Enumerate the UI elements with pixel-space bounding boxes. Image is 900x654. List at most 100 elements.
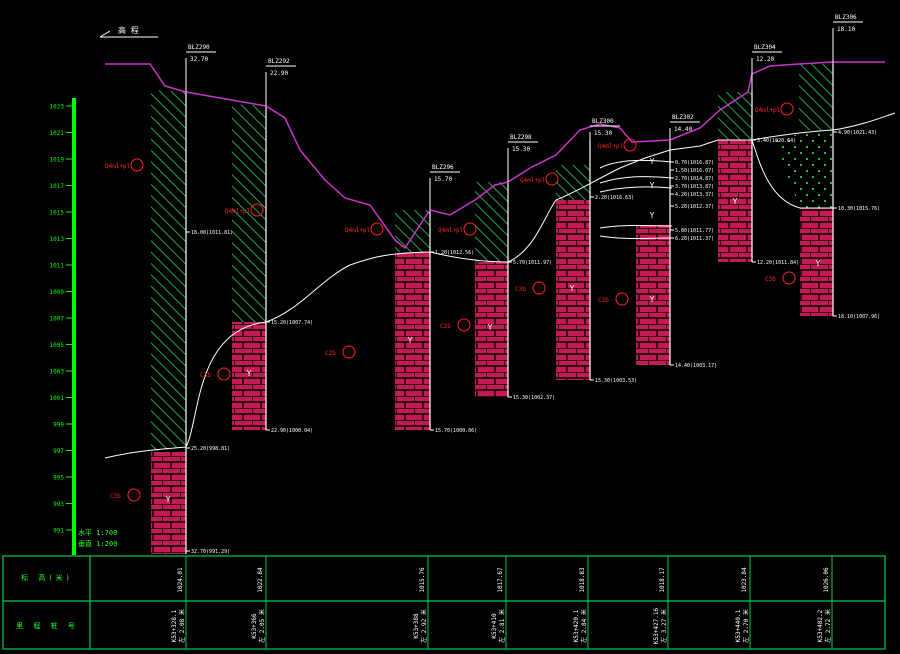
fill-stratum-label: Q4ml+pl bbox=[438, 222, 477, 236]
elevation-scale: 1023102110191017101510131011100910071005… bbox=[50, 98, 76, 555]
scale-tick-label: 993 bbox=[53, 501, 64, 508]
table-elevation: 1018.17 bbox=[659, 567, 666, 593]
table-elevation: 1015.76 bbox=[419, 567, 426, 593]
stratum-depth-label: 14.40(1003.17) bbox=[675, 363, 717, 369]
scale-tick-label: 1001 bbox=[50, 395, 65, 402]
stratum-depth-label: 2.20(1016.63) bbox=[595, 195, 634, 201]
lens-5 bbox=[599, 235, 673, 239]
svg-text:Q4ml+pl: Q4ml+pl bbox=[225, 208, 251, 215]
stratum-depth-label: 15.30(1002.37) bbox=[513, 395, 555, 401]
fill-zone-8-dotted bbox=[772, 130, 833, 208]
stratum-boundary-line bbox=[104, 112, 896, 459]
scale-tick-label: 1005 bbox=[50, 342, 65, 349]
borehole-depth: 15.70 bbox=[434, 176, 452, 183]
fill-stratum-label: Q4ml+pl bbox=[105, 158, 144, 172]
stratum-depth-label: 10.30(1015.76) bbox=[838, 206, 880, 212]
fill-zone-4 bbox=[475, 182, 508, 262]
rock-column-2 bbox=[232, 322, 266, 430]
svg-text:Q4ml+pl: Q4ml+pl bbox=[755, 107, 781, 114]
borehole-depth: 15.30 bbox=[512, 146, 530, 153]
rock-stratum-label: C2b bbox=[440, 318, 471, 332]
rock-stratum-label: C3b bbox=[515, 281, 546, 295]
fill-zone-2 bbox=[232, 104, 266, 322]
table-elevation: 1024.01 bbox=[177, 567, 184, 593]
stratum-depth-label: 1.20(1012.56) bbox=[435, 250, 474, 256]
svg-text:C2b: C2b bbox=[325, 350, 336, 357]
table-offset: 左 2.70 米 bbox=[742, 609, 750, 643]
stratum-depth-label: 3.70(1013.87) bbox=[675, 184, 714, 190]
interlayer-lenses bbox=[599, 159, 673, 239]
stratum-depth-label: 6.20(1011.37) bbox=[675, 236, 714, 242]
table-elevation: 1017.67 bbox=[497, 567, 504, 593]
stratum-depth-label: 32.70(991.29) bbox=[191, 549, 230, 555]
stratum-circle bbox=[623, 138, 637, 152]
borehole-id: BLZ300 bbox=[592, 118, 614, 125]
stratum-depth-label: 4.20(1013.37) bbox=[675, 192, 714, 198]
table-offset: 左 2.92 米 bbox=[420, 609, 428, 643]
table-row1-label: 标 高(米) bbox=[21, 573, 73, 582]
scale-tick-label: 1015 bbox=[50, 210, 65, 217]
stratum-circle bbox=[545, 172, 559, 186]
borehole-blz302: BLZ30214.400.70(1016.87)1.50(1016.07)2.7… bbox=[669, 114, 717, 369]
table-elevation: 1022.84 bbox=[257, 567, 264, 593]
table-station: K53+328.1 bbox=[171, 609, 178, 642]
scale-tick-label: 991 bbox=[53, 528, 64, 535]
table-offset: 左 2.72 米 bbox=[824, 609, 832, 643]
svg-text:Q4ml+pl: Q4ml+pl bbox=[598, 143, 624, 150]
borehole-id: BLZ306 bbox=[835, 14, 857, 21]
table-offset: 左 2.81 米 bbox=[498, 609, 506, 643]
borehole-depth: 32.70 bbox=[190, 56, 208, 63]
borehole-id: BLZ292 bbox=[268, 58, 290, 65]
fill-zone-1 bbox=[151, 90, 186, 452]
rock-symbol: Y bbox=[408, 336, 413, 345]
table-elevation: 1018.83 bbox=[579, 567, 586, 593]
table-offset: 左 2.84 米 bbox=[580, 609, 588, 643]
scale-tick-label: 1023 bbox=[50, 104, 65, 111]
scale-bar bbox=[72, 98, 76, 555]
table-offset: 左 2.05 米 bbox=[258, 609, 266, 643]
svg-text:Q4ml+pl: Q4ml+pl bbox=[438, 227, 464, 234]
stratum-depth-label: 18.10(1007.96) bbox=[838, 314, 880, 320]
svg-text:C3b: C3b bbox=[200, 372, 211, 379]
rock-symbol: Y bbox=[570, 284, 575, 293]
rock-symbol: Y bbox=[650, 211, 655, 220]
dynamic-labels: BLZ29032.7018.00(1011.81)25.20(998.81)32… bbox=[105, 14, 880, 649]
stratum-circle bbox=[782, 271, 796, 285]
borehole-id: BLZ290 bbox=[188, 44, 210, 51]
table-station: K53+388 bbox=[413, 613, 420, 639]
borehole-blz290: BLZ29032.7018.00(1011.81)25.20(998.81)32… bbox=[185, 44, 233, 555]
rock-stratum-label: C2b bbox=[325, 345, 356, 359]
stratum-circle bbox=[457, 318, 471, 332]
borehole-depth: 14.40 bbox=[674, 126, 692, 133]
table-station: K53+440.1 bbox=[735, 609, 742, 642]
fill-zone-6 bbox=[718, 92, 752, 140]
scale-tick-label: 1017 bbox=[50, 183, 65, 190]
rock-symbol: Y bbox=[488, 323, 493, 332]
rock-symbol: Y bbox=[816, 259, 821, 268]
stratum-circle bbox=[127, 488, 141, 502]
rock-stratum-label: C3b bbox=[110, 488, 141, 502]
table-station: K53+427.16 bbox=[653, 608, 660, 645]
svg-text:Q4ml+pl: Q4ml+pl bbox=[520, 177, 546, 184]
info-table bbox=[2, 555, 886, 650]
fill-stratum-label: Q4ml+pl bbox=[225, 203, 264, 217]
table-elevation: 1026.06 bbox=[823, 567, 830, 593]
svg-text:C3b: C3b bbox=[110, 493, 121, 500]
borehole-id: BLZ298 bbox=[510, 134, 532, 141]
lens-1 bbox=[599, 159, 673, 169]
borehole-id: BLZ296 bbox=[432, 164, 454, 171]
borehole-depth: 18.10 bbox=[837, 26, 855, 33]
stratum-depth-label: 15.30(1003.53) bbox=[595, 378, 637, 384]
